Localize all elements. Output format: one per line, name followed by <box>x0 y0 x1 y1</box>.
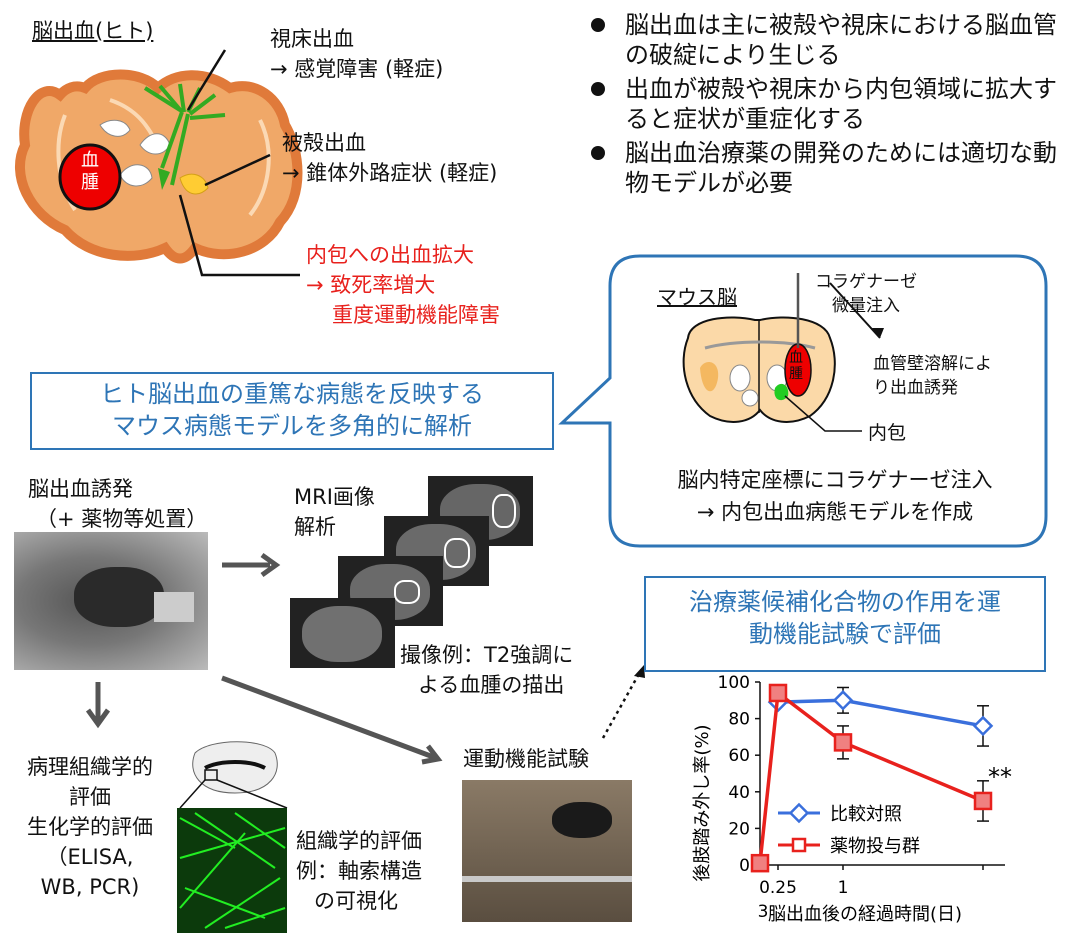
chart-series-line <box>777 698 984 728</box>
motor-test-photo <box>462 780 632 922</box>
human-brain-title: 脳出血(ヒト) <box>32 19 154 43</box>
mouse-hematoma-char-1: 血 <box>789 350 803 366</box>
chart-ylabel: 後肢踏み外し率(%) <box>692 724 713 881</box>
foot-fault-chart: 0 20 40 60 80 100 0.25 1 後肢踏み外し率(%) 脳出血後の経過時間(日… <box>692 673 1012 925</box>
drug-evaluation-box: 治療薬候補化合物の作用を運 動機能試験で評価 <box>644 576 1046 672</box>
capsule-expansion-label: 内包への出血拡大 → 致死率増大 重度運動機能障害 <box>306 243 500 327</box>
chart-ytick-label: 40 <box>728 783 750 803</box>
surgery-photo <box>14 532 208 670</box>
mouse-caption: 脳内特定座標にコラゲナーゼ注入 → 内包出血病態モデルを作成 <box>677 468 993 524</box>
chart-xlabel: 脳出血後の経過時間(日) <box>768 904 962 925</box>
chart-point-square <box>833 733 853 752</box>
mri-slice-1 <box>290 598 395 668</box>
chart-point-square <box>973 791 993 811</box>
chart-ytick-label: 80 <box>728 710 750 730</box>
pathology-label: 病理組織学的 評価 生化学的評価 （ELISA, WB, PCR) <box>27 755 153 899</box>
mri-title: MRI画像 解析 <box>294 485 375 539</box>
chart-point-diamond <box>972 715 994 737</box>
human-brain-diagram <box>15 49 303 277</box>
mouse-model-bubble <box>558 254 1048 548</box>
legend-control: 比較対照 <box>830 804 902 825</box>
induction-label: 脳出血誘発 （+ 薬物等処置） <box>28 477 208 531</box>
putaminal-label: 被殻出血 → 錐体外路症状 (軽症) <box>282 131 498 185</box>
bullet-3: 脳出血治療薬の開発のためには適切な動物モデルが必要 <box>585 138 1065 198</box>
histology-figure <box>177 741 288 933</box>
human-brain-outline <box>15 69 303 264</box>
mouse-brain-title: マウス脳 <box>657 285 737 309</box>
vessel-lysis-label: 血管壁溶解によ り出血誘発 <box>873 354 992 398</box>
hematoma-char-2: 腫 <box>81 172 99 193</box>
chart-series-line <box>758 689 984 864</box>
chart-ytick-label: 20 <box>728 819 750 839</box>
chart-point-diamond <box>832 690 854 711</box>
human-hematoma <box>58 143 122 211</box>
chart-xtick-label: 1 <box>838 878 849 898</box>
bullet-2: 出血が被殻や視床から内包領域に拡大すると症状が重症化する <box>585 74 1065 134</box>
chart-xtick-label: 0.25 <box>759 878 797 898</box>
collagenase-label: コラゲナーゼ 微量注入 <box>815 272 917 316</box>
mouse-hematoma-char-2: 腫 <box>789 366 803 382</box>
legend-drug: 薬物投与群 <box>830 836 920 857</box>
chart-point-square <box>768 683 788 703</box>
motor-test-label: 運動機能試験 <box>463 747 589 771</box>
chart-ytick-label: 0 <box>739 856 750 876</box>
histology-caption: 組織学的評価 例：軸索構造 の可視化 <box>296 829 422 913</box>
chart-legend: 比較対照 薬物投与群 <box>778 802 920 857</box>
chart-xtick-stray: 3 <box>758 902 769 922</box>
hematoma-char-1: 血 <box>81 150 99 171</box>
chart-ytick-label: 100 <box>718 673 750 693</box>
chart-point-square <box>750 853 770 873</box>
bullet-1: 脳出血は主に被殻や視床における脳血管の破綻により生じる <box>585 10 1065 70</box>
chart-ytick-label: 60 <box>728 746 750 766</box>
headline-box: ヒト脳出血の重篤な病態を反映する マウス病態モデルを多角的に解析 <box>30 372 554 450</box>
chart-significance: ** <box>988 763 1012 791</box>
thalamic-label: 視床出血 → 感覚障害 (軽症) <box>270 27 444 81</box>
summary-bullets: 脳出血は主に被殻や視床における脳血管の破綻により生じる 出血が被殻や視床から内包… <box>585 10 1065 202</box>
mri-caption: 撮像例：T2強調に よる血腫の描出 <box>400 643 574 697</box>
mouse-capsule-label: 内包 <box>868 422 907 444</box>
